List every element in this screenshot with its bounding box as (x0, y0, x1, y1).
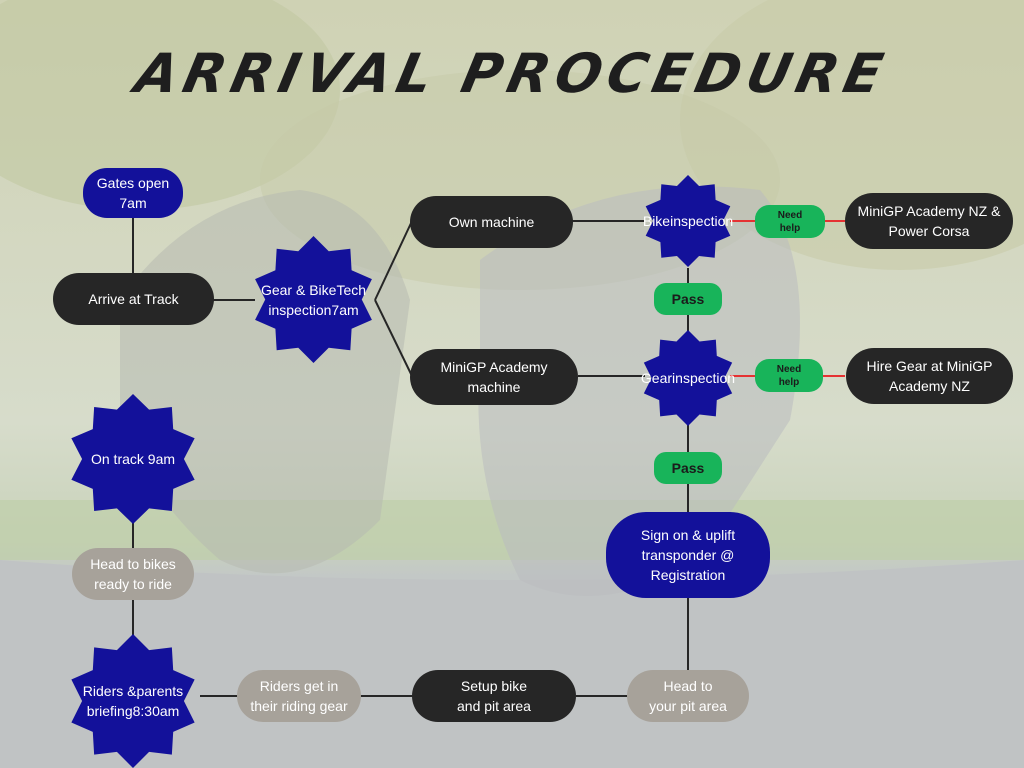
briefing-node: Riders &parents briefing8:30am (66, 634, 200, 768)
own-machine-node: Own machine (410, 196, 573, 248)
on-track-node: On track 9am (66, 394, 200, 524)
gear-inspection-node: Gearinspection (640, 330, 736, 426)
bike-inspection-node: Bikeinspection (642, 175, 734, 267)
academy-power-corsa-node: MiniGP Academy NZ &Power Corsa (845, 193, 1013, 249)
pass-badge-bike: Pass (654, 283, 722, 315)
gear-bike-tech-inspection-node: Gear & BikeTech inspection7am (250, 236, 377, 363)
arrive-at-track-node: Arrive at Track (53, 273, 214, 325)
page-title: Arrival Procedure (129, 42, 895, 105)
pass-badge-gear: Pass (654, 452, 722, 484)
